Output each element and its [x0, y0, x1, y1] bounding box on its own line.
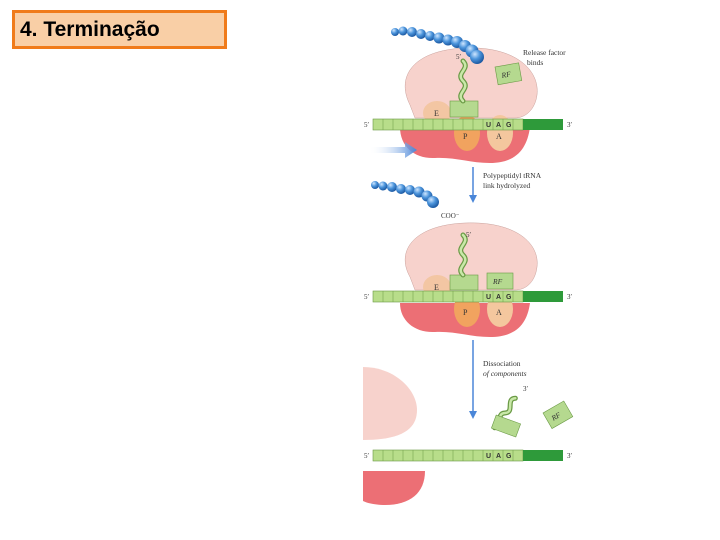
codon-a: A — [496, 122, 501, 129]
slide-title: 4. Terminação — [20, 18, 160, 41]
mrna-3prime-label-2: 3′ — [567, 293, 573, 301]
large-subunit-3 — [363, 367, 417, 440]
title-box: 4. Terminação — [12, 10, 227, 49]
release-factor-label: Release factor — [523, 48, 566, 57]
trna-p-site — [449, 58, 479, 118]
codon-a-2: A — [496, 294, 501, 301]
hydrolysis-label: Polypeptidyl tRNA — [483, 171, 542, 180]
step-arrow-hydrolysis — [469, 167, 477, 203]
step-arrow-dissociation — [469, 340, 477, 419]
polypeptide-chain — [391, 26, 484, 64]
p-site-label: P — [463, 132, 468, 141]
p-site-label-2: P — [463, 308, 468, 317]
panel-release-factor-binds: E P A 5′ 3′ U A G 5′ RF Re — [364, 26, 573, 163]
dissociation-label: Dissociation — [483, 359, 521, 368]
free-trna — [491, 395, 521, 438]
codon-g-3: G — [506, 453, 512, 460]
codon-u-3: U — [486, 453, 491, 460]
a-site-label: A — [496, 132, 502, 141]
trna-5prime-label-2: 5′ — [466, 231, 472, 239]
release-factor-label-2: binds — [527, 58, 543, 67]
mrna-5prime-label-3: 5′ — [364, 452, 370, 460]
codon-a-3: A — [496, 453, 501, 460]
a-site-label-2: A — [496, 308, 502, 317]
release-factor-2: RF — [486, 272, 514, 290]
hydrolysis-label-2: link hydrolyzed — [483, 181, 531, 190]
mrna-3prime-label-3: 3′ — [567, 452, 573, 460]
translation-termination-diagram: E P A 5′ 3′ U A G 5′ RF Re — [363, 26, 574, 505]
small-subunit-3 — [363, 471, 425, 505]
codon-u-2: U — [486, 294, 491, 301]
rf-label: RF — [500, 69, 512, 80]
released-polypeptide — [371, 181, 439, 208]
direction-arrow — [369, 142, 417, 158]
codon-g-2: G — [506, 294, 512, 301]
free-release-factor: RF — [542, 400, 574, 429]
trna-3prime-label: 3′ — [523, 385, 529, 393]
trna-p-site-2 — [449, 232, 479, 291]
codon-g: G — [506, 122, 512, 129]
trna-5prime-label: 5′ — [456, 53, 462, 61]
mrna-5prime-label: 5′ — [364, 121, 370, 129]
panel-dissociation: 3′ RF 5′ 3′ U A G — [363, 367, 574, 505]
codon-u: U — [486, 122, 491, 129]
release-factor: RF — [494, 62, 523, 86]
panel-hydrolysis: COO⁻ E P A 5′ 3′ U A G 5′ — [364, 181, 573, 337]
mrna-strand-dark — [523, 119, 563, 130]
dissociation-label-2: of components — [483, 369, 527, 378]
rf-label-2: RF — [492, 277, 503, 286]
mrna-3prime-label: 3′ — [567, 121, 573, 129]
e-site-label: E — [434, 109, 439, 118]
mrna-5prime-label-2: 5′ — [364, 293, 370, 301]
e-site-label-2: E — [434, 283, 439, 292]
coo-label: COO⁻ — [441, 212, 460, 220]
